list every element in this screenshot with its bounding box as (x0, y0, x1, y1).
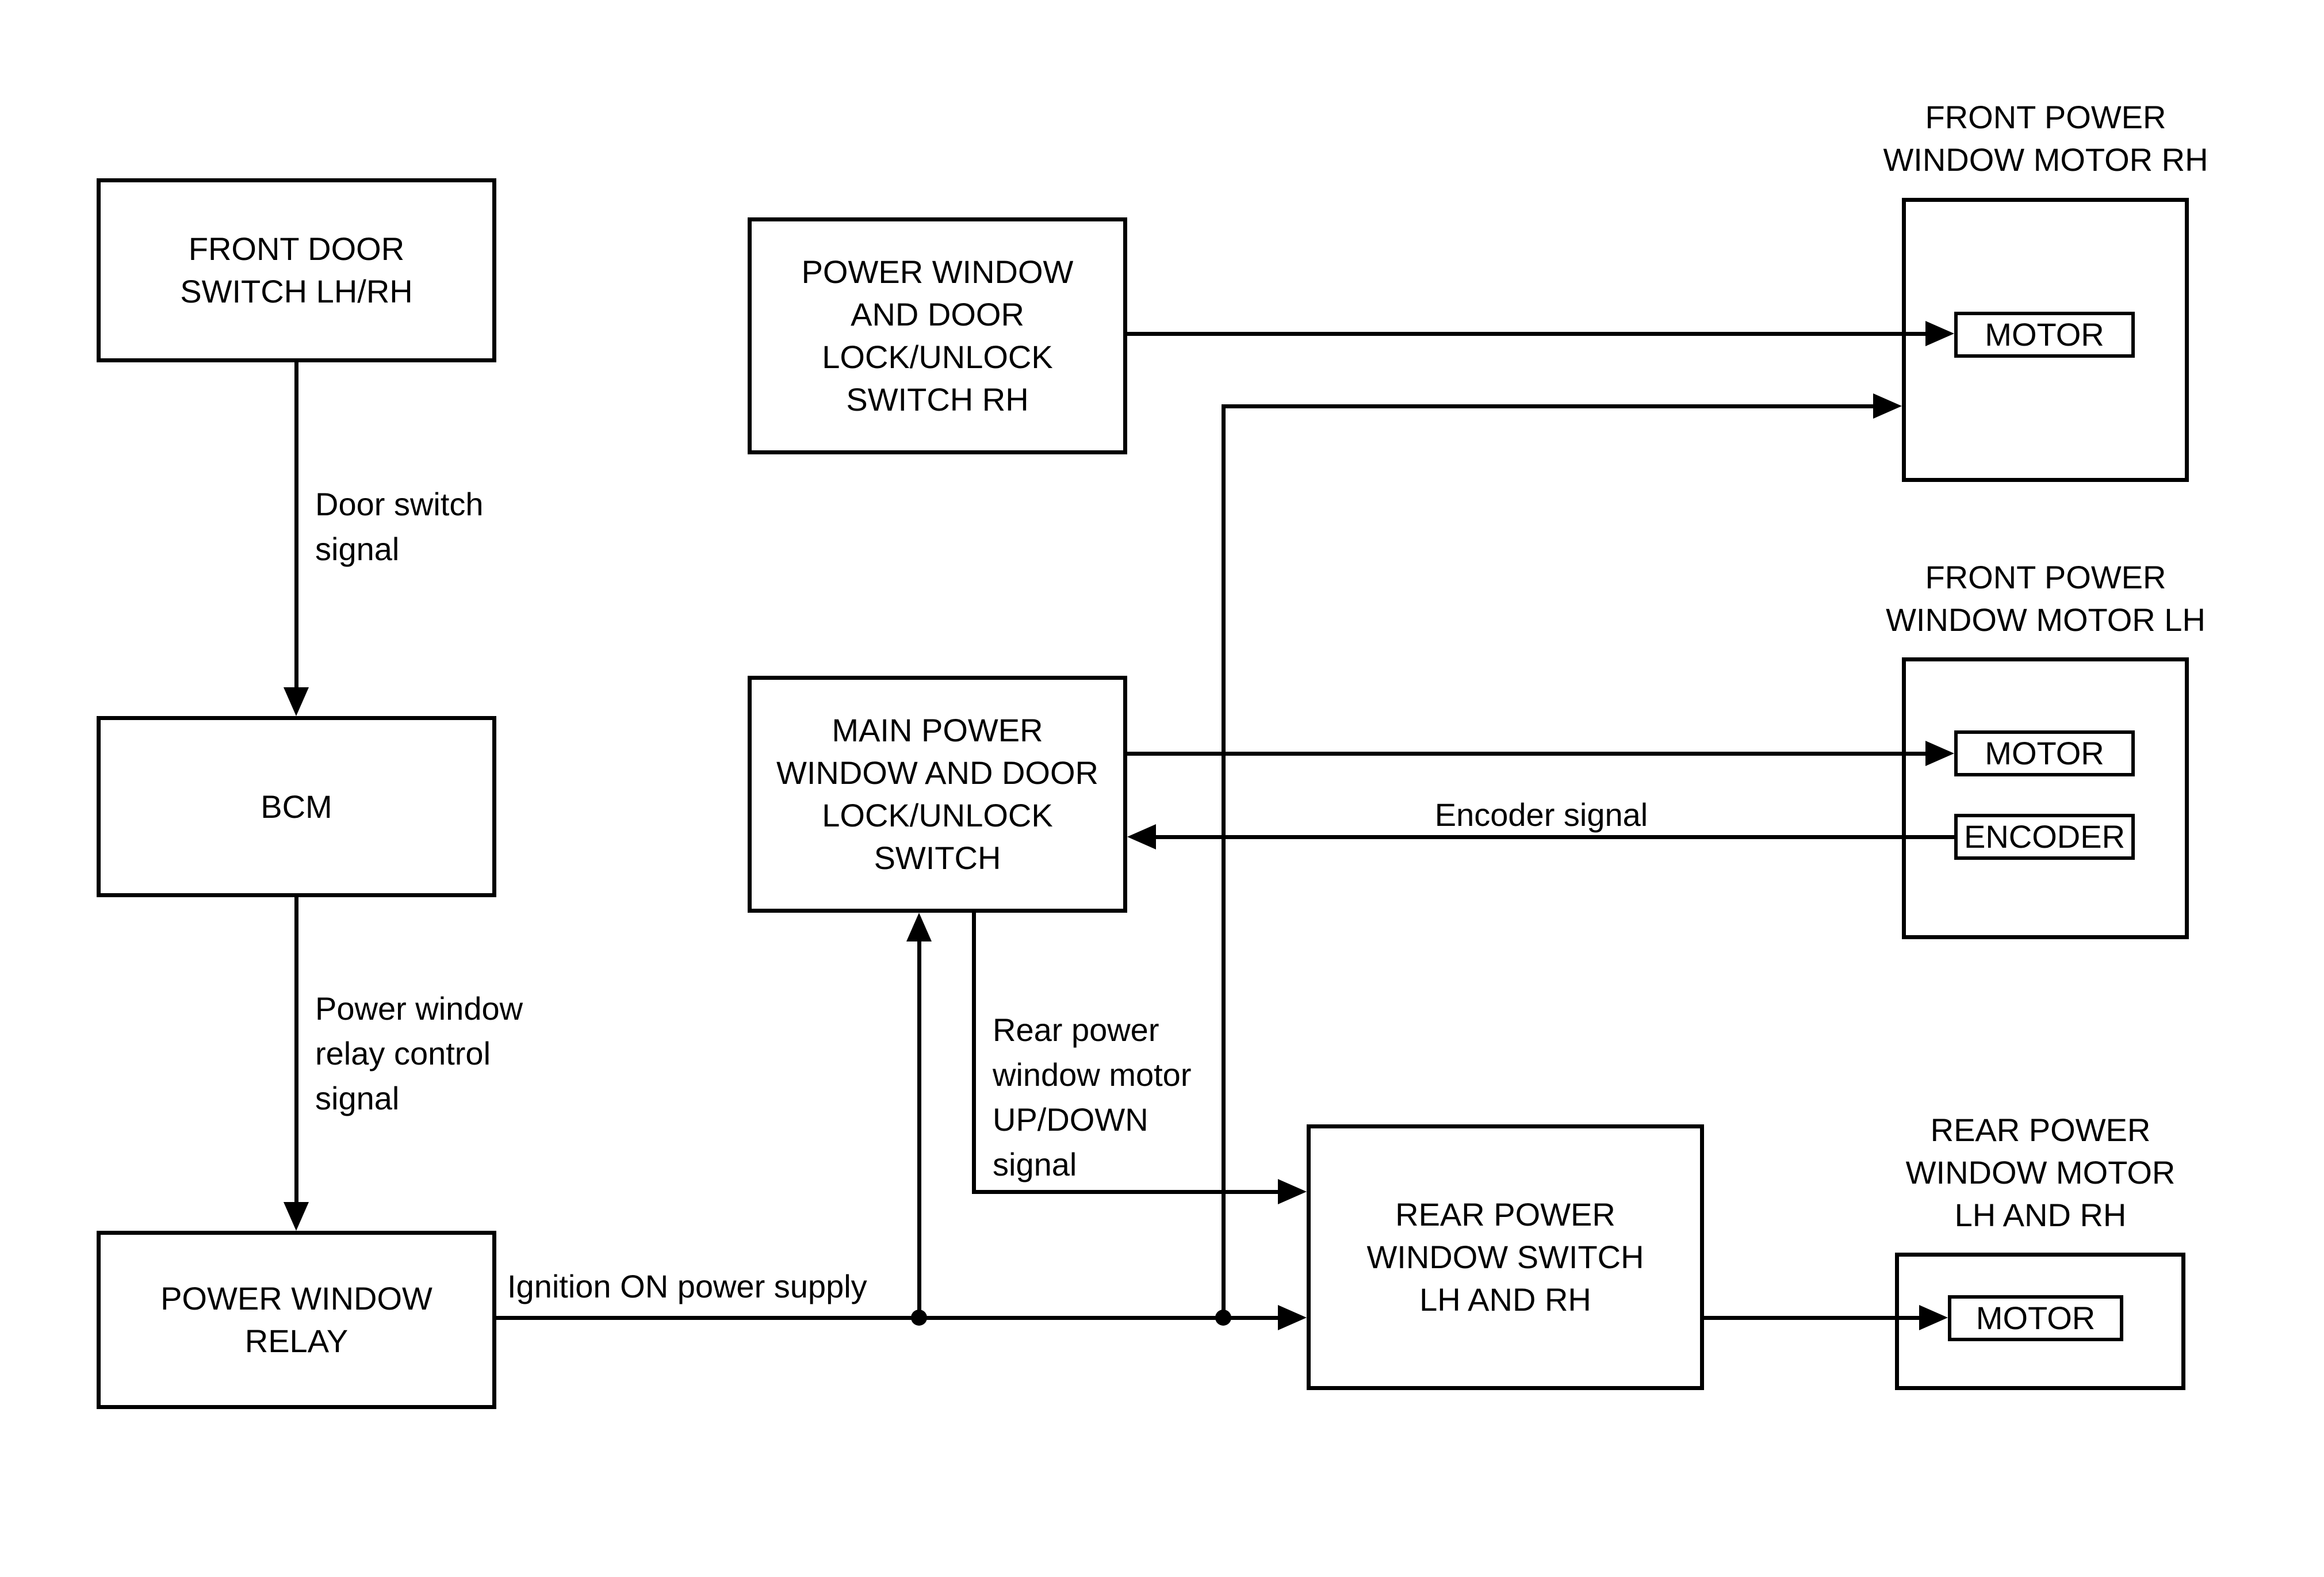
label-rear-power-window-motor-up-down-signal: Rear power window motor UP/DOWN signal (993, 1012, 1192, 1182)
motor-box-front-lh: MOTOR (1954, 730, 2135, 776)
connector-encoder-to-main-switch (1156, 835, 1954, 839)
connector-ignition-branch-horizontal (1222, 404, 1874, 408)
node-power-window-door-lock-switch-rh: POWER WINDOW AND DOOR LOCK/UNLOCK SWITCH… (748, 217, 1127, 454)
title-rear-power-window-motor: REAR POWER WINDOW MOTOR LH AND RH (1905, 1112, 2176, 1233)
label-power-window-relay-control-signal: Power window relay control signal (315, 990, 523, 1116)
connector-up-down-vertical (972, 913, 976, 1194)
title-front-power-window-motor-rh: FRONT POWER WINDOW MOTOR RH (1883, 99, 2208, 178)
motor-box-rear-label: MOTOR (1975, 1300, 2096, 1336)
connector-door-switch-to-bcm (294, 362, 298, 690)
motor-box-rear: MOTOR (1948, 1295, 2123, 1341)
node-power-window-relay: POWER WINDOW RELAY (97, 1231, 496, 1409)
arrowhead-into-front-motor-rh (1925, 321, 1954, 346)
arrowhead-into-rear-switch-updown (1278, 1179, 1307, 1204)
node-bcm-label: BCM (261, 788, 332, 825)
node-bcm: BCM (97, 716, 496, 897)
connector-ignition-branch-to-main-switch (917, 940, 921, 1318)
arrowhead-into-rear-motor (1919, 1305, 1948, 1330)
node-front-door-switch: FRONT DOOR SWITCH LH/RH (97, 178, 496, 362)
arrowhead-into-bcm (284, 687, 309, 716)
motor-box-front-rh: MOTOR (1954, 312, 2135, 358)
connector-ignition-on-power-supply (496, 1316, 1279, 1320)
junction-dot-front-motor-rh-branch (1215, 1310, 1231, 1326)
arrowhead-into-front-motor-rh-box (1873, 393, 1902, 419)
label-ignition-on-power-supply: Ignition ON power supply (507, 1268, 867, 1304)
connector-up-down-horizontal (972, 1190, 1279, 1194)
connector-switch-rh-to-front-motor-rh (1127, 332, 1928, 336)
arrowhead-into-main-switch-bottom (906, 913, 932, 941)
node-rear-power-window-switch: REAR POWER WINDOW SWITCH LH AND RH (1307, 1124, 1704, 1390)
motor-box-front-lh-label: MOTOR (1985, 735, 2104, 771)
arrowhead-into-rear-switch-ignition (1278, 1305, 1307, 1330)
encoder-box-front-lh: ENCODER (1954, 814, 2135, 860)
connector-ignition-branch-to-front-motor-rh (1222, 407, 1226, 1318)
label-encoder-signal: Encoder signal (1434, 797, 1648, 833)
motor-box-front-rh-label: MOTOR (1985, 316, 2104, 353)
arrowhead-into-main-switch-encoder (1127, 824, 1156, 849)
encoder-box-front-lh-label: ENCODER (1963, 818, 2126, 855)
node-power-window-relay-label: POWER WINDOW RELAY (160, 1280, 432, 1359)
node-power-window-door-lock-switch-rh-label: POWER WINDOW AND DOOR LOCK/UNLOCK SWITCH… (801, 254, 1074, 418)
node-rear-power-window-switch-label: REAR POWER WINDOW SWITCH LH AND RH (1366, 1196, 1644, 1318)
connector-rear-switch-to-rear-motor (1704, 1316, 1920, 1320)
node-front-door-switch-label: FRONT DOOR SWITCH LH/RH (180, 231, 413, 309)
node-main-power-window-switch-label: MAIN POWER WINDOW AND DOOR LOCK/UNLOCK S… (776, 712, 1098, 876)
arrowhead-into-relay (284, 1202, 309, 1231)
junction-dot-main-switch-branch (911, 1310, 927, 1326)
title-front-power-window-motor-lh: FRONT POWER WINDOW MOTOR LH (1886, 559, 2206, 638)
arrowhead-into-front-motor-lh (1925, 741, 1954, 766)
connector-main-switch-to-front-motor-lh (1127, 752, 1928, 756)
connector-bcm-to-relay (294, 897, 298, 1205)
node-main-power-window-switch: MAIN POWER WINDOW AND DOOR LOCK/UNLOCK S… (748, 676, 1127, 913)
label-door-switch-signal: Door switch signal (315, 486, 484, 567)
node-front-power-window-motor-lh (1902, 657, 2189, 939)
